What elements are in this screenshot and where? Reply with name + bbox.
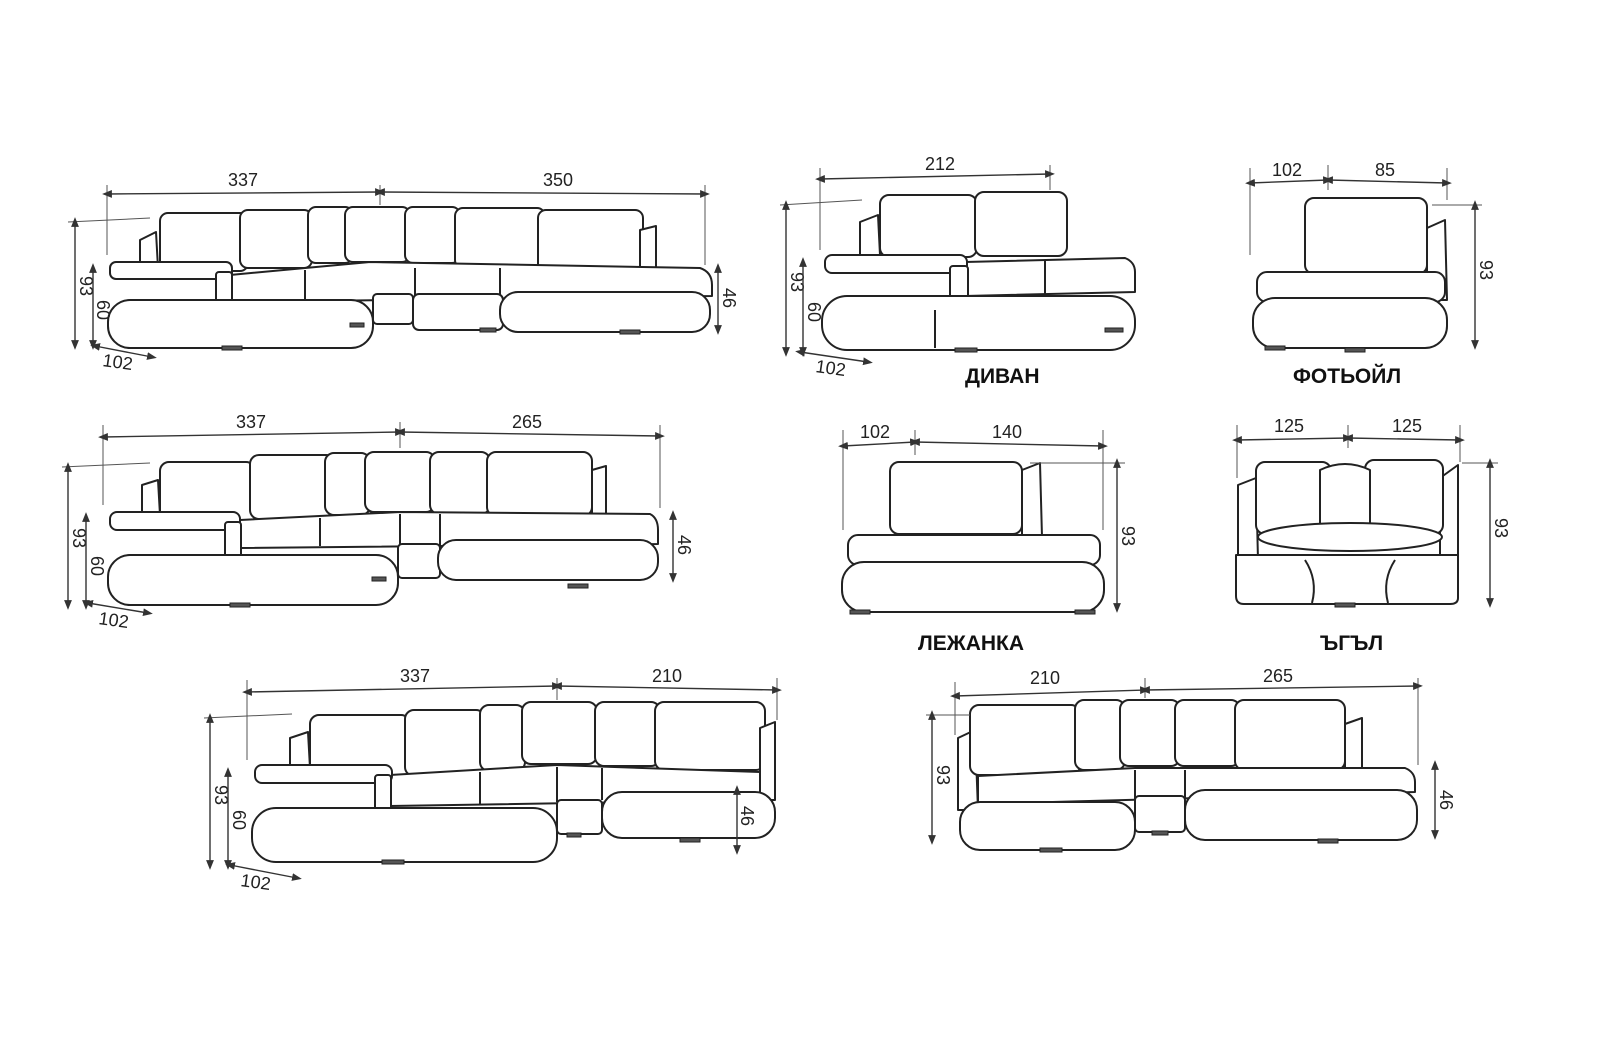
depth-label: 102 [1272,160,1302,180]
corner-drawing [1235,459,1459,608]
width-right-label: 210 [652,666,682,686]
width-right-label: 265 [1263,666,1293,686]
seat-height-label: 46 [737,806,757,826]
sofa-drawing [251,701,776,865]
width-left-label: 337 [228,170,258,190]
height-label: 93 [787,272,807,292]
width-left-label: 337 [236,412,266,432]
seat-height-label: 46 [674,535,694,555]
width-label: 212 [925,154,955,174]
sofa-drawing [821,191,1136,353]
width-left-label: 210 [1030,668,1060,688]
sofa-drawing [107,451,659,608]
sectional-337-210: 337 210 93 60 46 102 [203,666,782,894]
sofa-drawing [957,699,1418,853]
armchair-drawing [1252,197,1448,353]
width-right-label: 265 [512,412,542,432]
depth-label: 102 [239,870,272,894]
arm-height-label: 60 [87,556,107,576]
seat-height-label: 46 [719,288,739,308]
sectional-210-265: 210 265 93 46 [926,666,1456,853]
width-right-label: 350 [543,170,573,190]
height-label: 93 [1491,518,1511,538]
depth-label: 102 [97,608,130,632]
corner-diagram: 125 125 93 ЪГЪЛ [1232,416,1511,655]
sectional-337-350: 337 350 93 60 46 102 [67,170,739,374]
chaise-diagram: 102 140 93 ЛЕЖАНКА [838,422,1138,655]
depth-label: 102 [101,350,134,374]
height-label: 93 [933,765,953,785]
sofa-diagram: 212 93 60 102 ДИВАН [779,154,1136,388]
seat-height-label: 46 [1436,790,1456,810]
sectional-337-265: 337 265 93 60 46 102 [61,412,694,632]
depth-label: 102 [860,422,890,442]
width-left-label: 337 [400,666,430,686]
width-left-label: 125 [1274,416,1304,436]
sofa-title: ДИВАН [965,365,1040,388]
armchair-title: ФОТЬОЙЛ [1293,364,1401,388]
arm-height-label: 60 [93,300,113,320]
arm-height-label: 60 [229,810,249,830]
height-label: 93 [1118,526,1138,546]
armchair-diagram: 102 85 93 ФОТЬОЙЛ [1245,160,1496,388]
depth-label: 102 [814,356,847,380]
width-right-label: 125 [1392,416,1422,436]
sofa-drawing [107,206,713,351]
width-label: 85 [1375,160,1395,180]
chaise-drawing [841,461,1105,615]
chaise-title: ЛЕЖАНКА [918,632,1024,655]
height-label: 93 [1476,260,1496,280]
arm-height-label: 60 [804,302,824,322]
width-label: 140 [992,422,1022,442]
corner-title: ЪГЪЛ [1320,632,1383,655]
